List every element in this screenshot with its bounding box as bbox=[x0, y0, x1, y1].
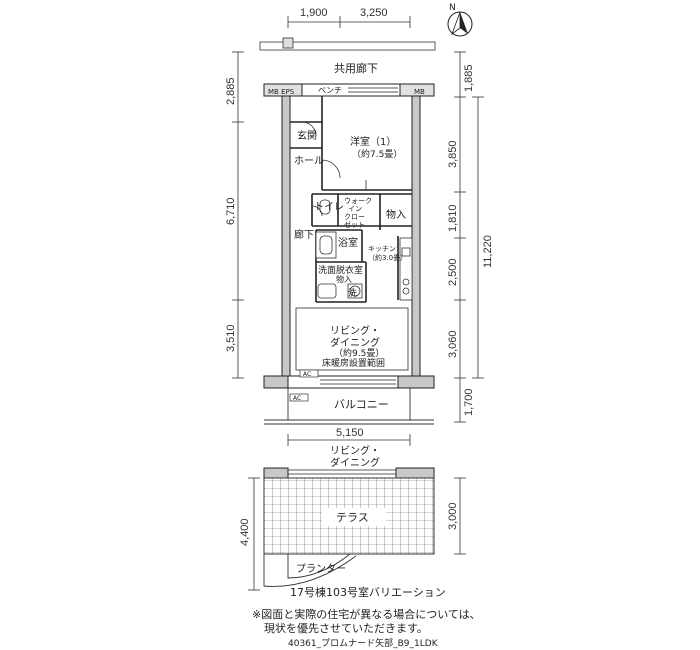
balcony-label: バルコニー bbox=[334, 398, 389, 411]
terrace-walls bbox=[263, 467, 435, 479]
balcony-outline bbox=[264, 388, 434, 425]
western-room-name: 洋室（1） bbox=[350, 135, 396, 148]
terrace-dimensions bbox=[248, 477, 466, 591]
dim-right-3: 1,810 bbox=[447, 204, 459, 232]
closet-label-2: イン bbox=[348, 205, 362, 213]
terrace-living-1: リビング・ bbox=[330, 444, 380, 457]
disclaimer-line-1: ※図面と実際の住宅が異なる場合については、 bbox=[252, 608, 481, 621]
closet-label-3: クロー bbox=[344, 213, 365, 221]
dim-right-5: 3,060 bbox=[447, 330, 459, 358]
ac-unit-indoor bbox=[299, 369, 319, 378]
dim-left-3: 3,510 bbox=[225, 324, 237, 352]
dim-top-2: 3,250 bbox=[360, 7, 388, 19]
western-room-size: （約7.5畳） bbox=[352, 148, 402, 160]
common-corridor-label: 共用廊下 bbox=[334, 61, 378, 75]
terrace-label: テラス bbox=[336, 511, 369, 524]
closet-label-4: ゼット bbox=[344, 220, 365, 229]
closet-label-1: ウォーク bbox=[344, 197, 372, 205]
terrace-living-2: ダイニング bbox=[330, 456, 380, 469]
dim-right-total: 11,220 bbox=[482, 235, 494, 268]
fixtures bbox=[315, 199, 413, 301]
bench-label: ベンチ bbox=[318, 86, 342, 95]
floor-heating-label: 床暖房設置範囲 bbox=[322, 357, 385, 369]
north-arrow-icon bbox=[447, 11, 473, 37]
dim-bottom-width: 5,150 bbox=[336, 427, 364, 439]
ac-unit-outdoor bbox=[289, 393, 309, 402]
mb-label: MB bbox=[414, 88, 425, 96]
hall-label: ホール bbox=[294, 155, 324, 167]
toilet-label: トイレ bbox=[314, 202, 344, 213]
dim-terrace-left: 4,400 bbox=[239, 518, 251, 546]
bathroom-label: 浴室 bbox=[338, 236, 358, 249]
right-dimension bbox=[454, 51, 484, 423]
left-dimension bbox=[232, 51, 244, 379]
washroom-label: 洗面脱衣室 bbox=[318, 264, 363, 276]
dim-terrace-right: 3,000 bbox=[447, 502, 459, 530]
north-label: N bbox=[449, 3, 456, 13]
living-size: （約9.5畳） bbox=[334, 347, 384, 359]
kitchen-size: （約3.0畳） bbox=[368, 253, 407, 262]
storage-label: 物入 bbox=[386, 208, 406, 221]
mb-eps-label: MB EPS bbox=[268, 88, 295, 96]
dim-left-1: 2,885 bbox=[225, 77, 237, 105]
dim-top-1: 1,900 bbox=[300, 7, 328, 19]
entrance-canopy bbox=[259, 37, 436, 51]
ac-label-outdoor: AC bbox=[293, 395, 301, 402]
washroom-storage-label: 物入 bbox=[336, 274, 352, 284]
plan-code: 40361_プロムナード矢部_B9_1LDK bbox=[288, 639, 438, 649]
dim-right-6: 1,700 bbox=[463, 388, 475, 416]
bottom-dimension bbox=[287, 434, 411, 446]
dim-right-1: 1,885 bbox=[463, 64, 475, 92]
washer-label: 洗 bbox=[348, 287, 357, 299]
dim-right-2: 3,850 bbox=[447, 140, 459, 168]
door-swings bbox=[301, 121, 367, 217]
planter-outline bbox=[263, 553, 357, 587]
hallway-label: 廊下 bbox=[294, 228, 314, 241]
floor-heating-area bbox=[295, 307, 409, 371]
variation-caption: 17号棟103号室バリエーション bbox=[290, 586, 446, 599]
disclaimer-line-2: 現状を優先させていただきます。 bbox=[264, 622, 428, 635]
living-name-2: ダイニング bbox=[330, 336, 380, 349]
dim-right-4: 2,500 bbox=[447, 258, 459, 286]
top-dimension bbox=[287, 16, 411, 28]
entrance-label: 玄関 bbox=[297, 129, 317, 142]
ac-label-indoor: AC bbox=[303, 371, 311, 378]
dim-left-2: 6,710 bbox=[225, 197, 237, 225]
living-name-1: リビング・ bbox=[330, 324, 380, 337]
unit-walls bbox=[263, 83, 435, 389]
planter-label: プランター bbox=[296, 563, 346, 575]
kitchen-name: キッチン bbox=[368, 245, 396, 253]
